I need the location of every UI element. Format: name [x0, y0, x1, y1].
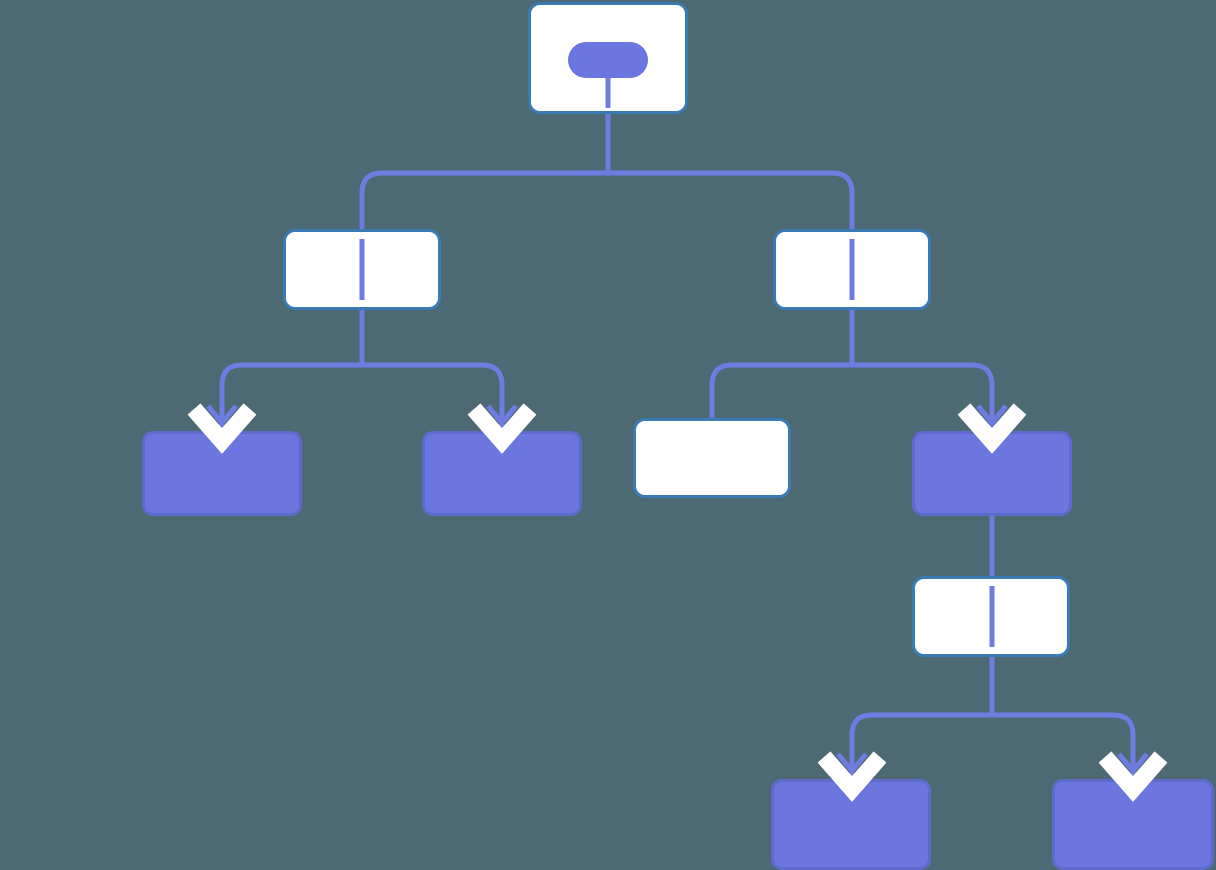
node-pill-badge: [568, 42, 648, 78]
node-n2[interactable]: [773, 229, 931, 310]
node-n9[interactable]: [1052, 779, 1214, 870]
node-n6[interactable]: [912, 431, 1072, 516]
node-n4[interactable]: [422, 431, 582, 516]
node-n1[interactable]: [283, 229, 441, 310]
node-n5[interactable]: [633, 418, 791, 498]
node-n7[interactable]: [912, 576, 1070, 657]
node-n3[interactable]: [142, 431, 302, 516]
node-n8[interactable]: [771, 779, 931, 870]
node-n0[interactable]: [528, 2, 688, 114]
